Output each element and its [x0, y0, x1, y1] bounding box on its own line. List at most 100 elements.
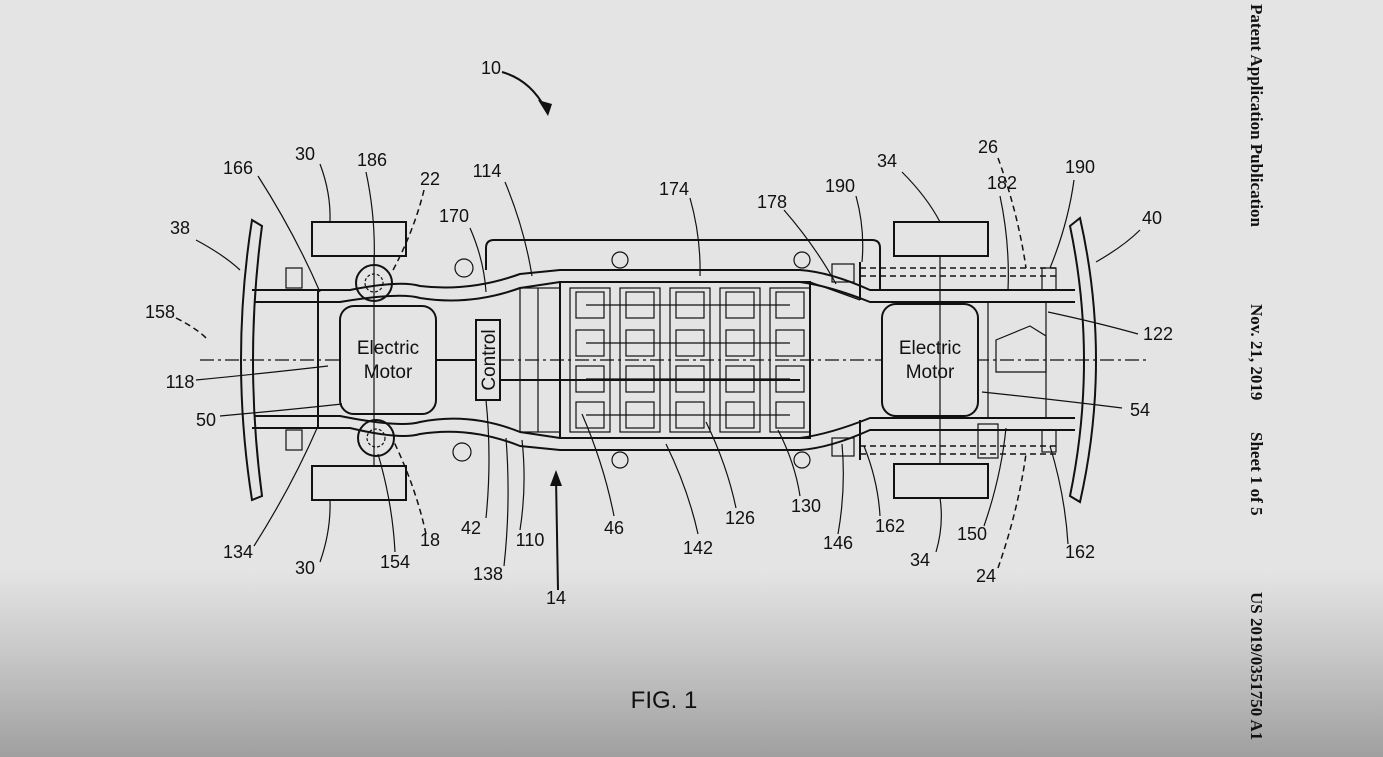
reference-numeral-34: 34	[910, 550, 930, 570]
leader-line-122	[1047, 311, 1139, 335]
reference-numeral-110: 110	[516, 530, 545, 550]
body-mount-4	[611, 451, 629, 469]
reference-numeral-166: 166	[223, 158, 253, 178]
reference-numeral-10: 10	[481, 58, 501, 78]
leader-line-118	[195, 365, 329, 381]
leader-line-154	[377, 453, 396, 553]
leader-line-162	[1049, 445, 1069, 545]
reference-numeral-138: 138	[473, 564, 503, 584]
reference-numeral-186: 186	[357, 150, 387, 170]
front-bumper	[240, 218, 264, 502]
reference-numeral-22: 22	[420, 169, 440, 189]
reference-numeral-34: 34	[877, 151, 897, 171]
rear-sensor	[977, 423, 999, 459]
leader-line-162	[863, 445, 881, 517]
body-mount-6	[793, 451, 811, 469]
rear-bumper	[1068, 216, 1097, 504]
leader-line-114	[504, 181, 533, 277]
publication-number: US 2019/0351750 A1	[1247, 592, 1266, 741]
reference-numeral-150: 150	[957, 524, 987, 544]
rear-wheel-lower	[893, 463, 989, 499]
leader-line-46	[581, 413, 615, 517]
reference-numeral-130: 130	[791, 496, 821, 516]
front-motor-label-1: Electric	[357, 338, 419, 359]
rear-subframe-lower	[860, 445, 1060, 455]
rear-shock-lower	[1041, 429, 1057, 453]
battery-module-column	[619, 287, 661, 433]
leader-line-190	[1049, 179, 1075, 269]
leader-line-26	[997, 157, 1027, 269]
reference-numeral-126: 126	[725, 508, 755, 528]
leader-line-170	[469, 227, 487, 293]
reference-numeral-174: 174	[659, 179, 689, 199]
leader-line-134	[253, 425, 319, 547]
body-mounts	[452, 251, 811, 469]
reference-numeral-162: 162	[1065, 542, 1095, 562]
leader-line-190	[855, 195, 864, 263]
body-mount-2	[452, 442, 472, 462]
leader-line-34	[935, 497, 942, 553]
rear-motor-label-1: Electric	[899, 338, 961, 359]
body-mount-5	[793, 251, 811, 269]
leader-line-38	[195, 239, 241, 271]
leader-line-146	[837, 443, 844, 535]
reference-numeral-146: 146	[823, 533, 853, 553]
leader-line-30	[319, 163, 331, 223]
reference-numeral-158: 158	[145, 302, 175, 322]
battery-tray	[485, 239, 881, 290]
reference-numeral-24: 24	[976, 566, 996, 586]
battery-module-column	[719, 287, 761, 433]
reference-numeral-18: 18	[420, 530, 440, 550]
sheet-number: Sheet 1 of 5	[1247, 432, 1266, 516]
battery-side-rail	[519, 287, 561, 433]
leader-line-166	[257, 175, 321, 293]
reference-numeral-170: 170	[439, 206, 469, 226]
reference-numeral-30: 30	[295, 558, 315, 578]
reference-numeral-134: 134	[223, 542, 253, 562]
leader-line-178	[783, 209, 837, 285]
rear-wheel-upper	[893, 221, 989, 257]
reference-numeral-38: 38	[170, 218, 190, 238]
leader-line-130	[777, 429, 801, 497]
reference-numeral-42: 42	[461, 518, 481, 538]
battery-module-column	[769, 287, 811, 433]
rear-subframe-upper	[860, 267, 1060, 277]
leader-line-30	[319, 499, 331, 563]
reference-numeral-54: 54	[1130, 400, 1150, 420]
reference-numeral-118: 118	[166, 372, 195, 392]
upper-frame-rail	[255, 269, 1075, 291]
reference-numeral-182: 182	[987, 173, 1017, 193]
leader-line-174	[689, 197, 701, 277]
front-hub-upper-inner	[364, 273, 384, 293]
publication-date: Nov. 21, 2019	[1247, 304, 1266, 401]
arrowhead-10	[538, 100, 552, 116]
reference-numeral-50: 50	[196, 410, 216, 430]
arrowhead-14	[550, 470, 562, 486]
leader-line-142	[665, 443, 699, 535]
arrow-10	[501, 71, 546, 109]
leader-line-158	[175, 317, 209, 341]
reference-numeral-46: 46	[604, 518, 624, 538]
front-wheel-upper	[311, 221, 407, 257]
reference-numeral-190: 190	[825, 176, 855, 196]
reference-numeral-162: 162	[875, 516, 905, 536]
leader-line-40	[1095, 229, 1141, 263]
leader-line-24	[997, 453, 1027, 569]
body-mount-1	[454, 258, 474, 278]
reference-numeral-190: 190	[1065, 157, 1095, 177]
rear-hitch-mechanism	[995, 325, 1047, 373]
reference-numeral-26: 26	[978, 137, 998, 157]
publication-title: Patent Application Publication	[1247, 4, 1266, 227]
figure-caption: FIG. 1	[631, 687, 698, 714]
reference-numeral-40: 40	[1142, 208, 1162, 228]
front-hub-lower	[357, 419, 395, 457]
front-mount-lower	[285, 429, 303, 451]
rear-motor-label-2: Motor	[906, 362, 955, 383]
leader-line-54	[981, 391, 1123, 409]
reference-numeral-178: 178	[757, 192, 787, 212]
leader-line-138	[503, 437, 509, 567]
battery-divider-2	[809, 281, 861, 301]
reference-numeral-14: 14	[546, 588, 566, 608]
